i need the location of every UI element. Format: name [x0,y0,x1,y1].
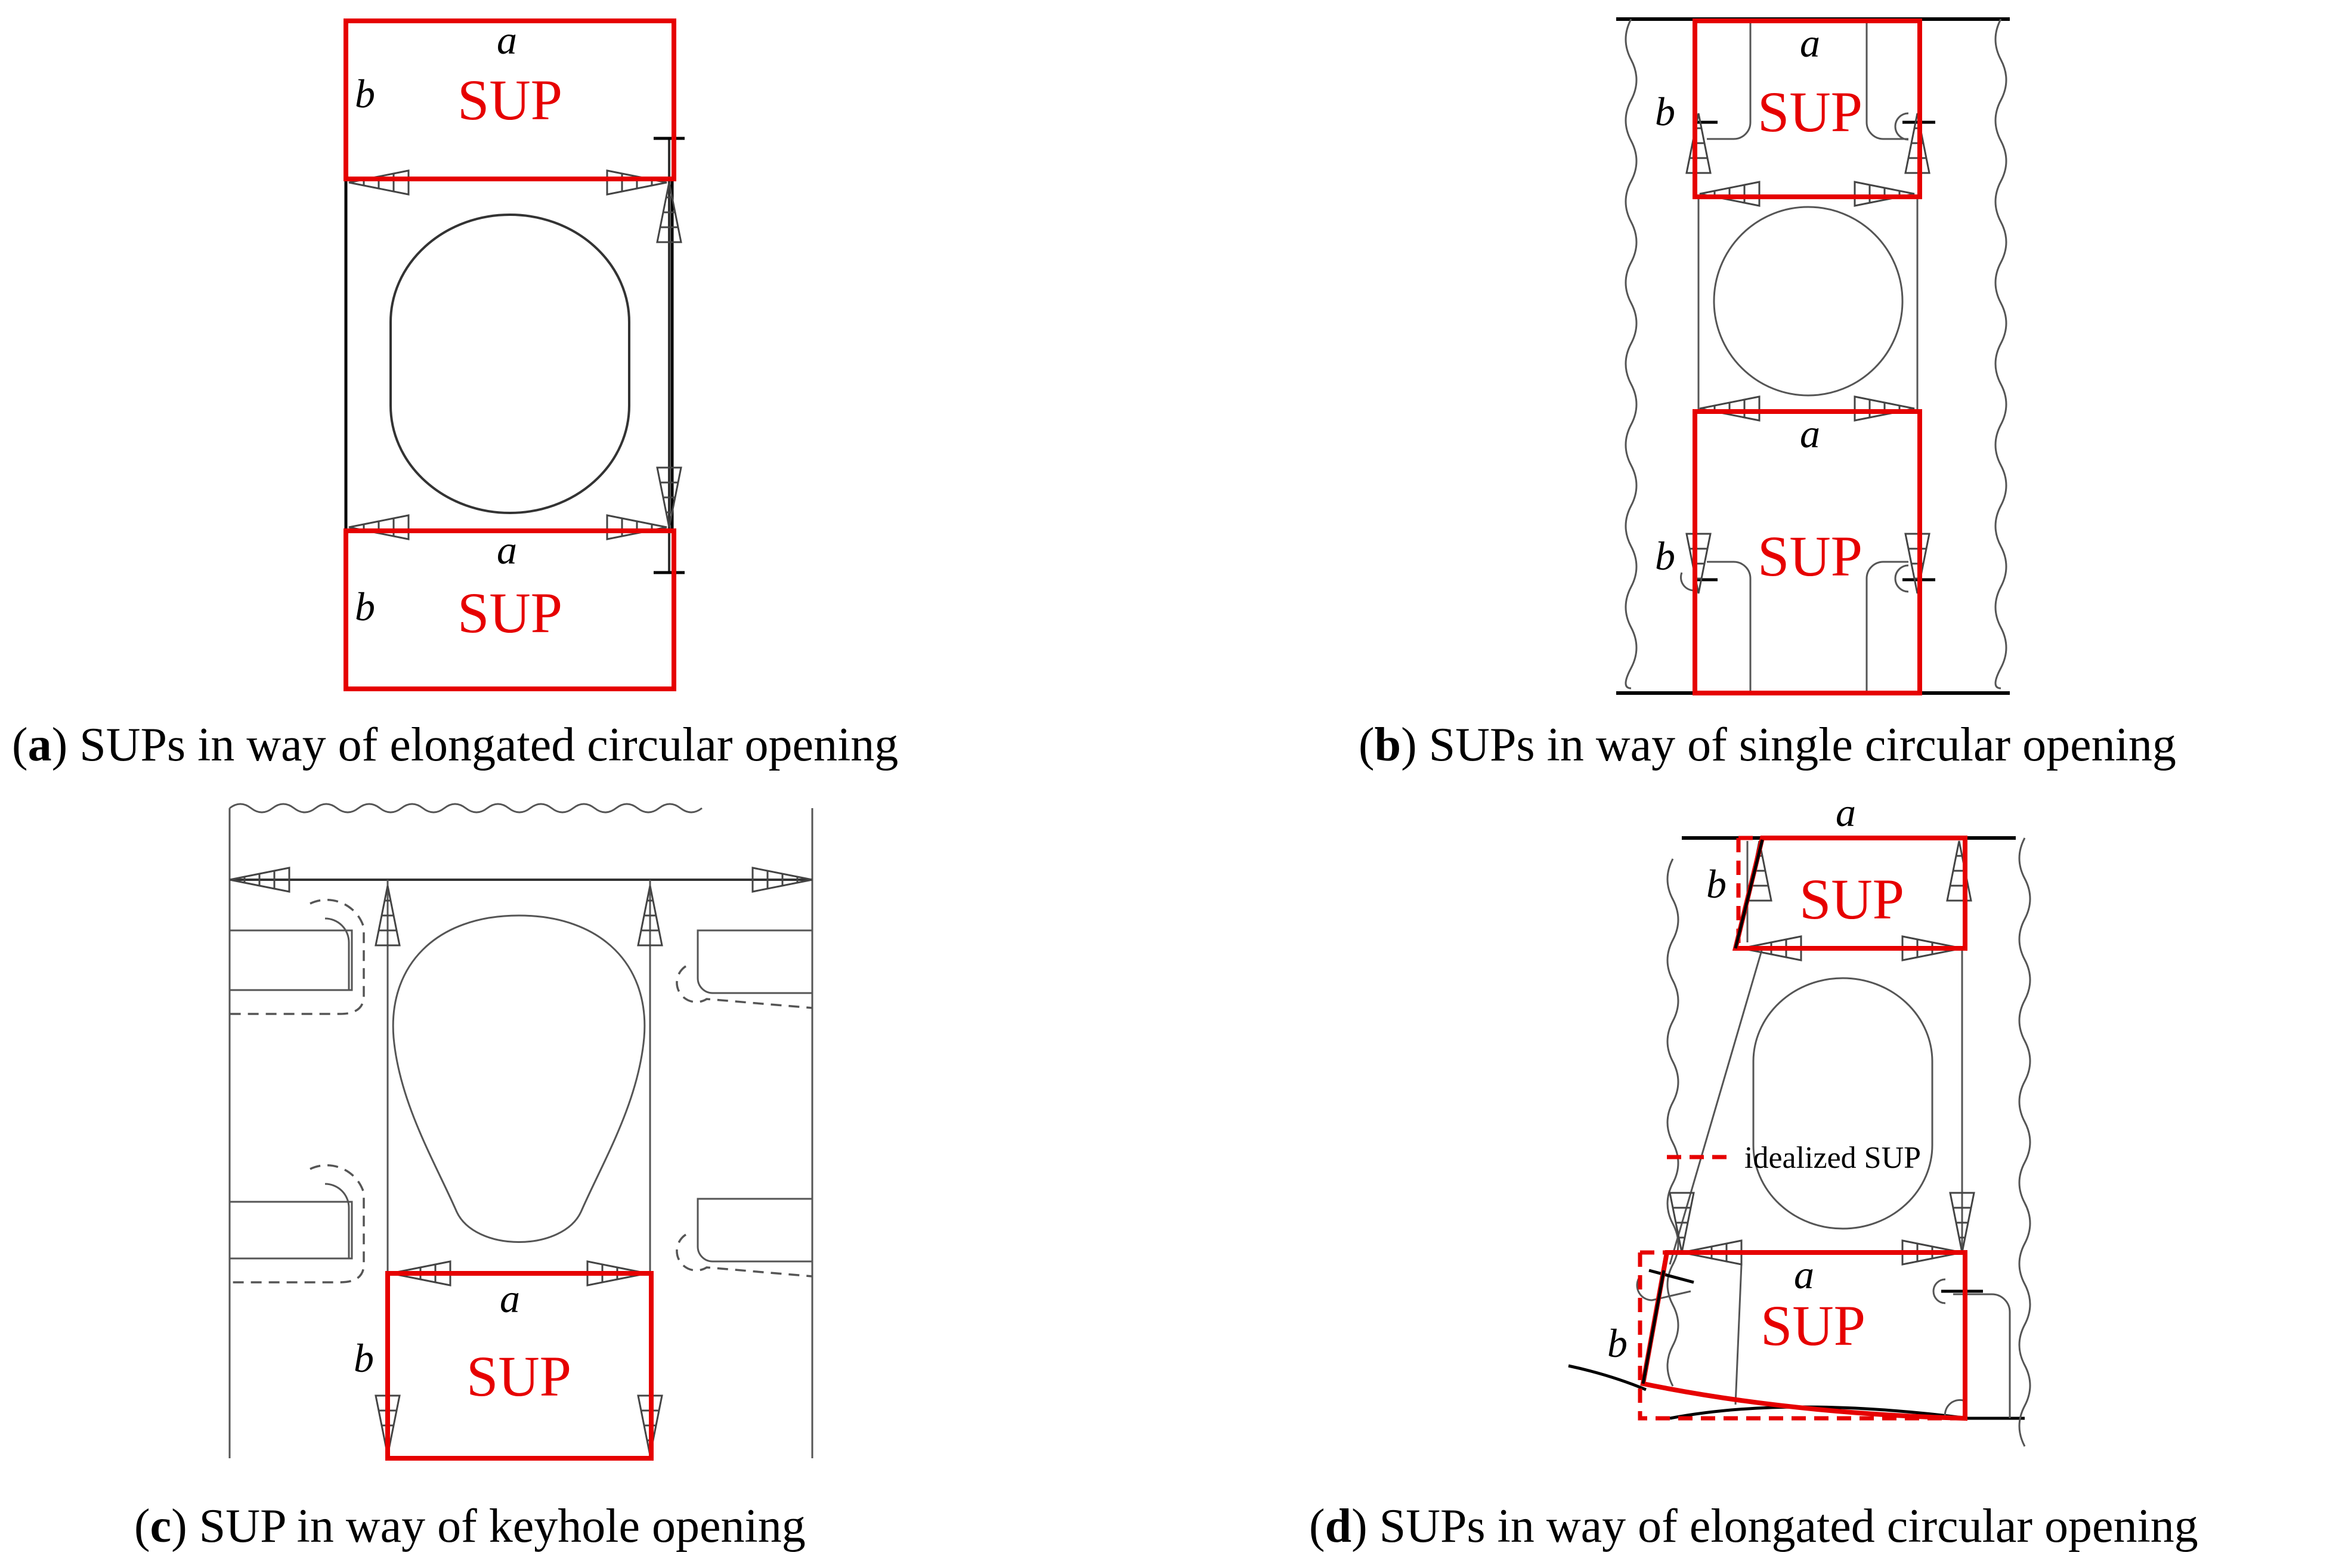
panel-b-sup-bottom-label: SUP [1758,524,1862,588]
panel-c-sup-label: SUP [466,1344,571,1408]
panel-c: a b SUP (c) SUP in way of keyhole openin… [134,803,813,1552]
panel-d-label-a-top: a [1836,790,1856,835]
panel-b-label-b-top: b [1655,89,1675,134]
panel-b-label-a-bottom: a [1800,411,1820,456]
panel-a-caption-letter: a [28,719,52,771]
panel-b: a b SUP a b SUP (b) SUPs in way of singl… [1359,17,2176,771]
panel-a-sup-bottom-label: SUP [457,581,562,645]
panel-d-label-b-bottom: b [1607,1320,1628,1366]
panel-a-sup-top-label: SUP [457,68,562,132]
panel-a-label-b-top: b [355,71,375,116]
panel-a-sup-top [344,18,676,181]
panel-b-caption-text: SUPs in way of single circular opening [1429,719,2176,771]
panel-d-caption: (d) SUPs in way of elongated circular op… [1309,1500,2198,1552]
panel-a-label-a-top: a [497,17,517,63]
panel-b-label-b-bottom: b [1655,533,1675,579]
panel-b-caption-letter: b [1375,719,1401,771]
panel-c-caption-letter: c [150,1500,172,1552]
panel-d-sup-bottom-idealized [1638,1250,1965,1421]
panel-a-sup-bottom [344,528,676,691]
panel-d-sup-top-label: SUP [1799,867,1904,931]
panel-b-label-a-top: a [1800,20,1820,66]
panel-d-sup-top-idealized [1736,836,1762,948]
panel-d: idealized SUP a b SUP a b SUP (d) SUPs i… [1309,790,2198,1552]
panel-c-caption-text: SUP in way of keyhole opening [199,1500,806,1552]
panel-a-structure [344,137,685,574]
panel-d-label-a-bottom: a [1794,1252,1814,1297]
panel-b-sup-bottom [1693,409,1922,695]
panel-a-label-a-bottom: a [497,527,517,573]
panel-d-caption-text: SUPs in way of elongated circular openin… [1379,1500,2198,1552]
panel-c-caption: (c) SUP in way of keyhole opening [134,1500,806,1552]
panel-d-label-b-top: b [1706,861,1727,907]
panel-c-label-b: b [354,1335,374,1381]
panel-c-label-a: a [500,1276,520,1321]
panel-d-caption-letter: d [1325,1500,1352,1552]
panel-b-sup-top [1693,18,1922,199]
panel-d-sup-bottom-label: SUP [1761,1294,1865,1357]
panel-b-caption: (b) SUPs in way of single circular openi… [1359,719,2176,771]
panel-a: a b SUP a b SUP (a) SUPs in way of elong… [12,17,898,771]
panel-c-sup [385,1271,654,1461]
panel-a-label-b-bottom: b [355,584,375,629]
panel-a-caption: (a) SUPs in way of elongated circular op… [12,719,898,771]
panel-d-legend-text: idealized SUP [1744,1141,1921,1175]
panel-b-sup-top-label: SUP [1758,80,1862,144]
panel-a-caption-text: SUPs in way of elongated circular openin… [79,719,898,771]
